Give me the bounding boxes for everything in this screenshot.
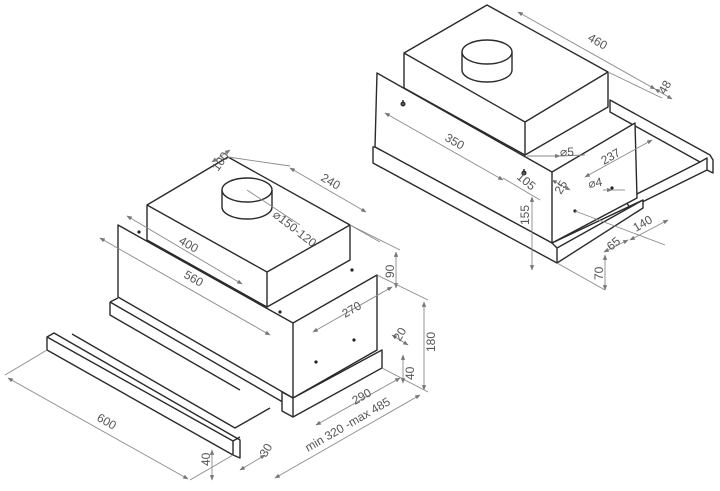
dim-70: 70: [592, 266, 606, 280]
dim-40-right: 40: [403, 366, 417, 380]
dim-48: 48: [655, 78, 674, 97]
dim-40-front: 40: [199, 452, 213, 466]
dim-180: 180: [424, 332, 438, 352]
right-hood-drawing: 460 48 350 ⌀5 237 105 25 ⌀4 155 140 65 7…: [372, 4, 714, 291]
left-duct-collar: [221, 177, 273, 220]
dim-4-diameter: ⌀4: [587, 175, 603, 191]
dim-30: 30: [256, 441, 275, 460]
dim-155: 155: [518, 205, 532, 225]
left-hood-drawing: 100 240 ⌀150-120 400 560 90 270 180 20 4…: [4, 149, 438, 481]
right-dimension-lines: [384, 11, 673, 291]
dim-460: 460: [586, 30, 611, 52]
dim-5-diameter: ⌀5: [560, 145, 574, 159]
keyhole-icon: [521, 169, 527, 176]
right-duct-collar: [461, 39, 513, 83]
left-dimension-lines: [4, 149, 429, 481]
dim-600: 600: [95, 410, 120, 432]
dim-25: 25: [551, 178, 570, 197]
keyhole-icon: [400, 100, 406, 107]
dim-20: 20: [390, 325, 409, 344]
dim-240: 240: [319, 170, 344, 192]
right-upper-module: [403, 4, 609, 156]
dim-140: 140: [631, 212, 656, 234]
dim-90: 90: [383, 264, 397, 278]
right-drawer-rail: [609, 99, 714, 209]
left-drawer-front-bar: [46, 332, 241, 459]
